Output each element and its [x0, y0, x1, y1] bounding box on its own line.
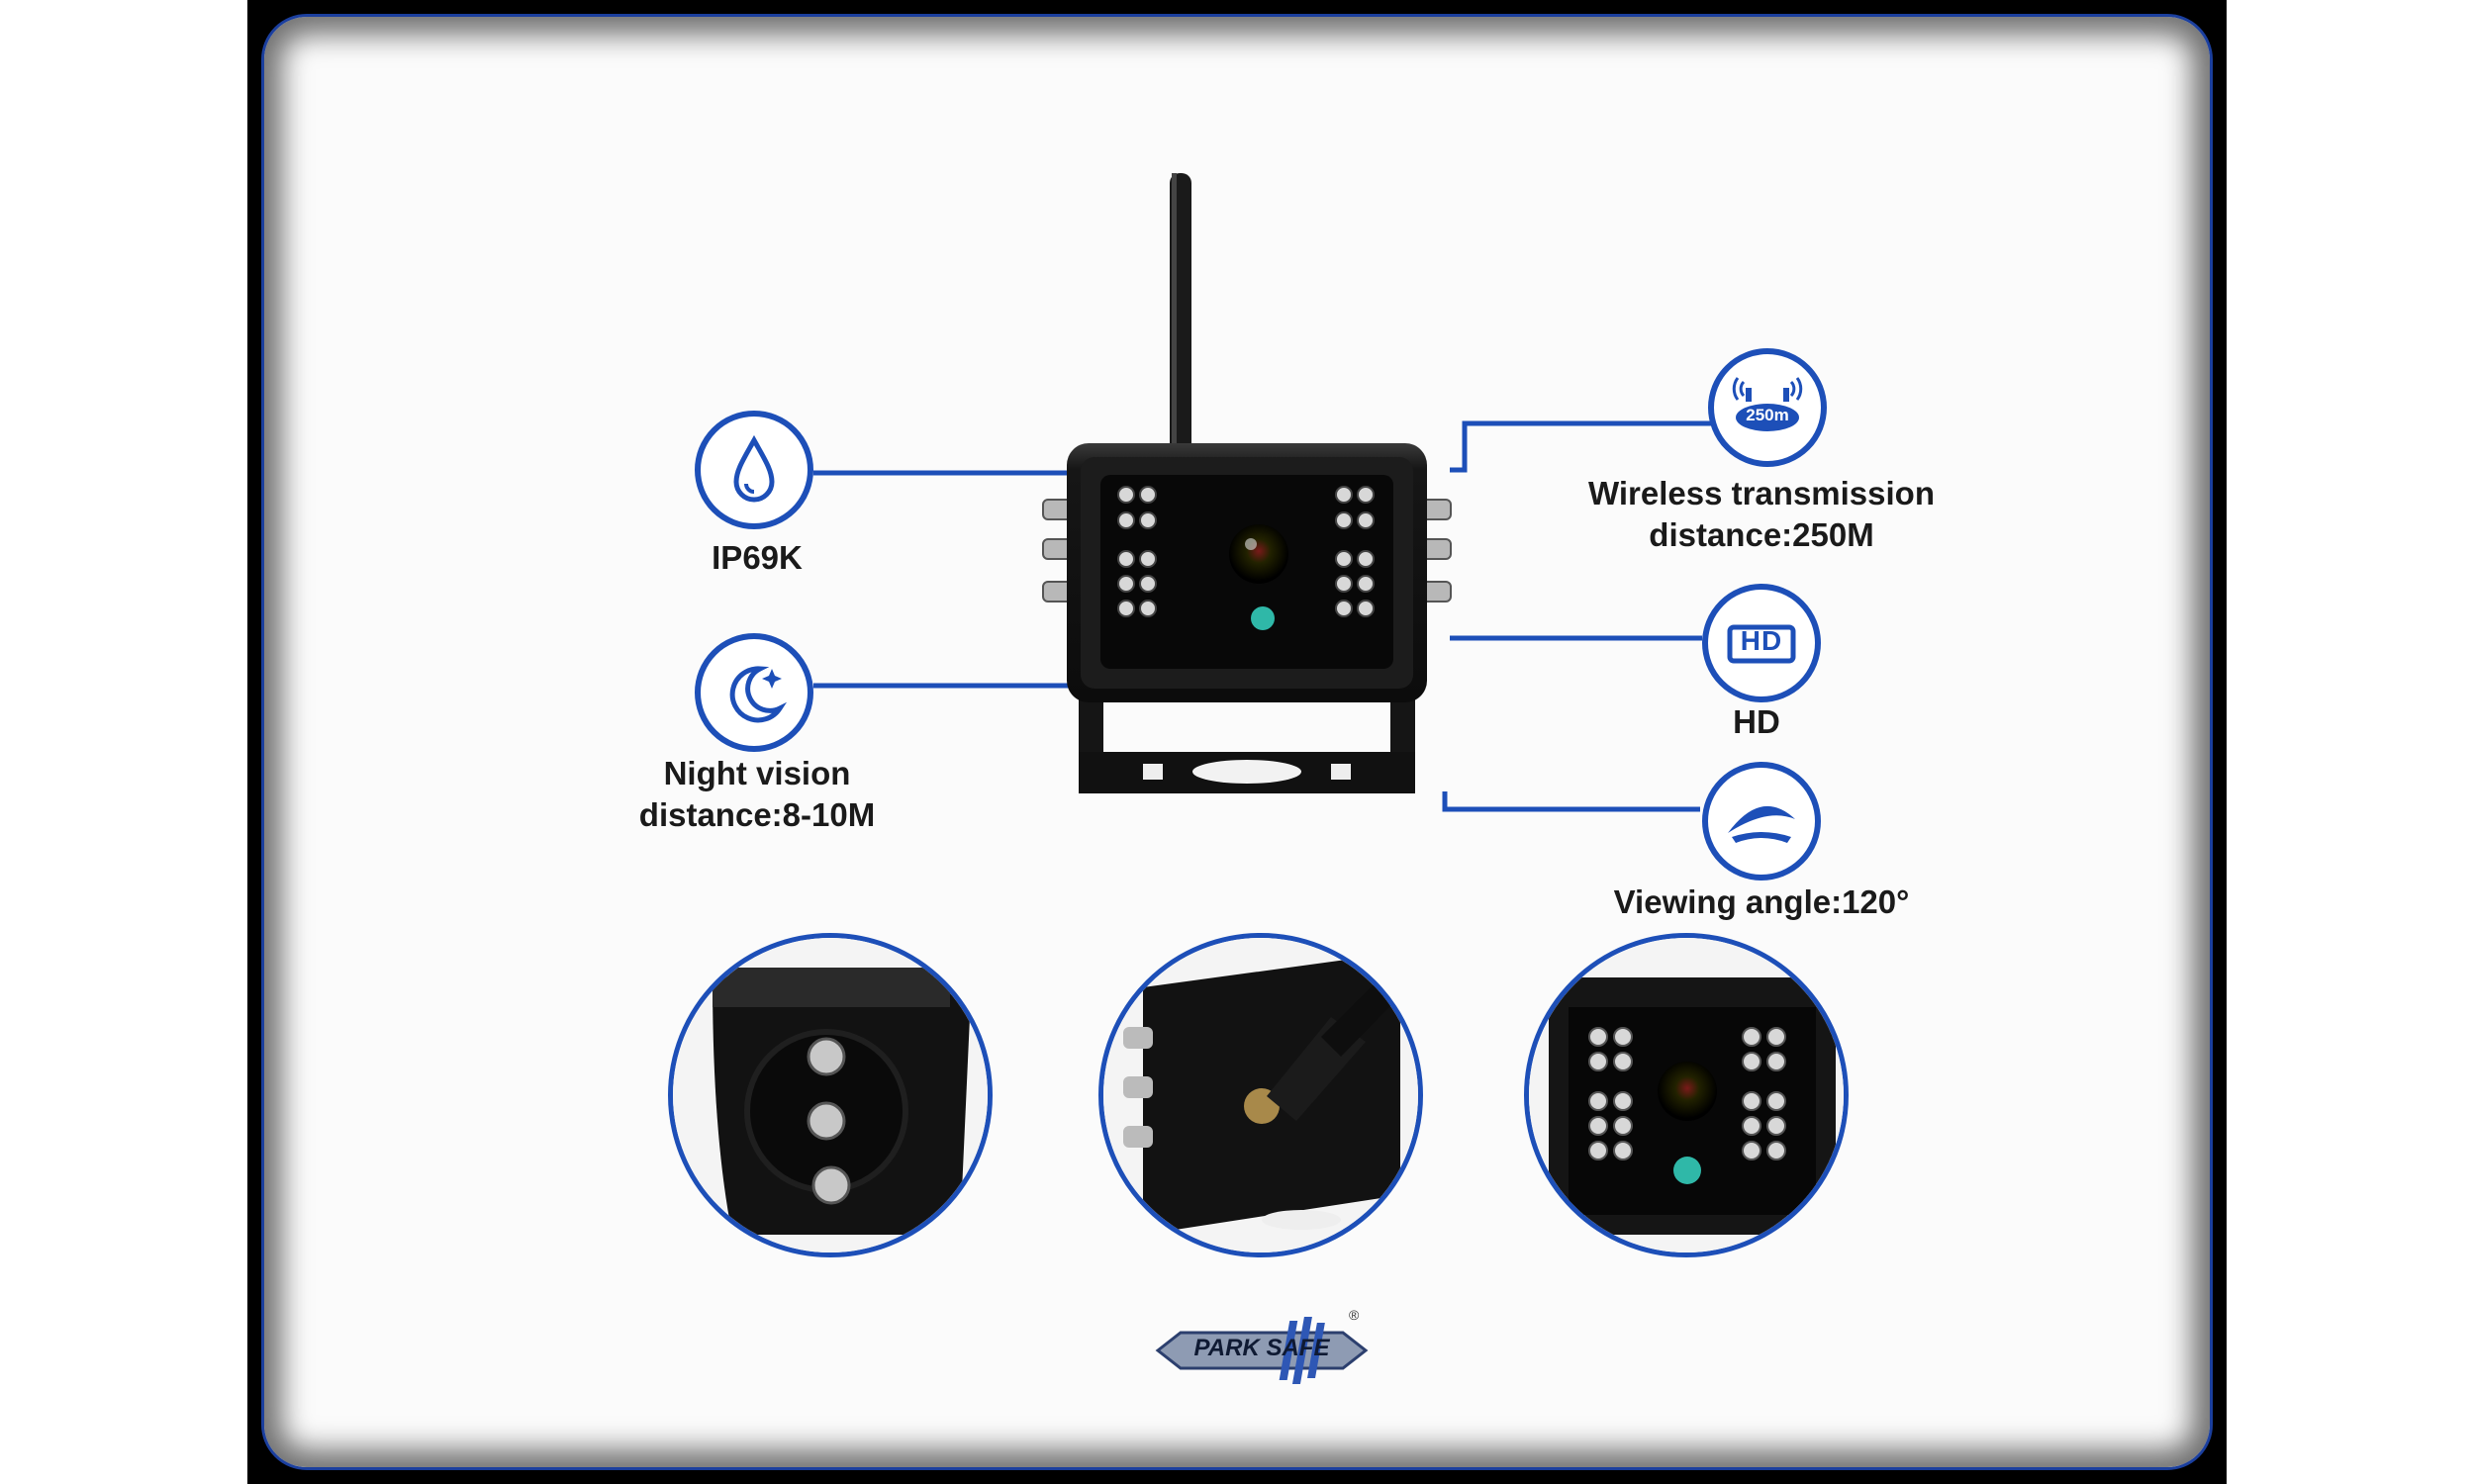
ip-rating-label: IP69K [712, 539, 803, 576]
detail-side-knobs [668, 933, 993, 1257]
wireless-badge: 250m [1708, 348, 1827, 467]
wireless-range-icon [1732, 377, 1803, 431]
hd-label: HD [1733, 703, 1780, 740]
registered-mark: ® [1349, 1307, 1360, 1323]
hd-icon [1727, 624, 1796, 664]
ip-rating-badge [695, 411, 813, 529]
wireless-line1: Wireless transmission [1587, 475, 1935, 511]
angle-connector [1442, 791, 1700, 812]
outer-frame [247, 0, 2227, 1484]
night-vision-label: Night vision distance:8-10M [594, 753, 920, 836]
park-safe-logo: PARK SAFE ® [1153, 1307, 1371, 1390]
antenna-connector-closeup [1103, 938, 1418, 1252]
viewing-angle-badge [1702, 762, 1821, 881]
viewing-angle-icon [1728, 805, 1795, 843]
wireless-line2: distance:250M [1649, 516, 1874, 553]
detail-led-lens [1524, 933, 1849, 1257]
logo-text: PARK SAFE [1193, 1335, 1330, 1361]
wireless-badge-text: 250m [1746, 406, 1789, 424]
wireless-camera-image [1042, 173, 1452, 793]
led-lens-closeup [1529, 938, 1844, 1252]
hd-badge: HD [1702, 584, 1821, 702]
camera-lens [1229, 524, 1288, 584]
moon-star-icon [729, 666, 788, 723]
viewing-angle-label: Viewing angle:120° [1613, 883, 1910, 920]
night-vision-line2: distance:8-10M [638, 796, 876, 833]
logo-graphic [1155, 1317, 1369, 1384]
detail-antenna-connector [1098, 933, 1423, 1257]
night-vision-line1: Night vision [663, 755, 851, 791]
light-sensor [1251, 606, 1275, 630]
wireless-label: Wireless transmission distance:250M [1544, 473, 1979, 556]
water-drop-icon [733, 434, 775, 503]
wireless-connector [1450, 420, 1717, 473]
hd-badge-text: HD [1740, 625, 1783, 656]
side-knobs-closeup [673, 938, 988, 1252]
night-vision-badge [695, 633, 813, 752]
